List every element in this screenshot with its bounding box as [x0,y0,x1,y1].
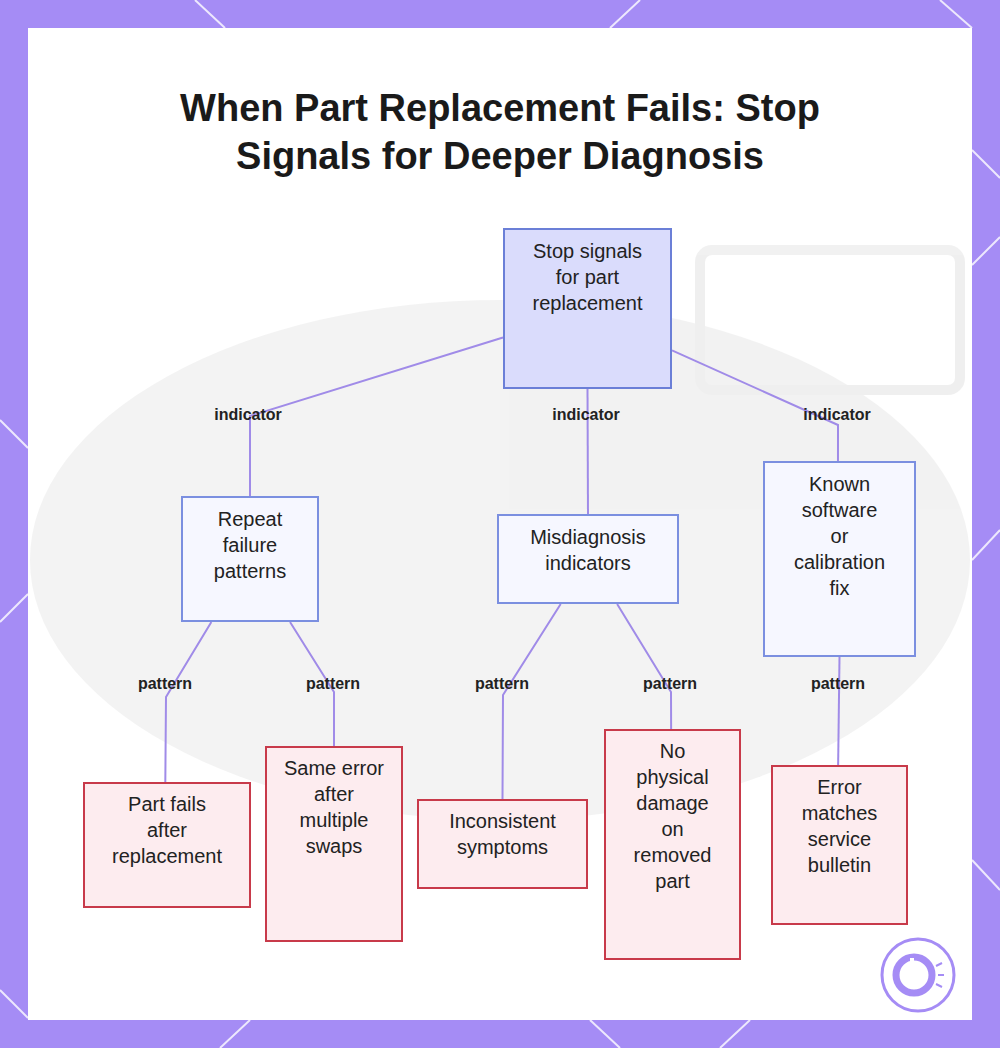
connector-line [503,604,561,799]
edge-label: pattern [475,675,529,693]
connector-line [250,337,503,496]
connector-line [617,604,671,729]
connector-line [672,350,838,461]
node-text: Inconsistent symptoms [437,808,568,860]
node-text: Known software or calibration fix [793,471,886,601]
edge-label: pattern [643,675,697,693]
node-text: No physical damage on removed part [631,738,714,894]
diagram-title: When Part Replacement Fails: Stop Signal… [140,84,860,180]
node-text: Misdiagnosis indicators [519,524,657,576]
node-text: Stop signals for part replacement [527,238,648,316]
edge-label: pattern [138,675,192,693]
edge-label: indicator [214,406,282,424]
edge-label: indicator [803,406,871,424]
node-text: Repeat failure patterns [202,506,298,584]
edge-label: pattern [306,675,360,693]
pattern-box: Part fails after replacement [83,782,251,908]
edge-label: pattern [811,675,865,693]
connector-line [838,657,839,765]
pattern-box: No physical damage on removed part [604,729,741,960]
category-box: Repeat failure patterns [181,496,319,622]
logo [882,939,954,1011]
node-text: Error matches service bulletin [798,774,881,878]
connector-line [165,622,211,782]
category-box: Misdiagnosis indicators [497,514,679,604]
pattern-box: Same error after multiple swaps [265,746,403,942]
node-text: Part fails after replacement [106,791,228,869]
root-box: Stop signals for part replacement [503,228,672,389]
pattern-box: Error matches service bulletin [771,765,908,925]
node-text: Same error after multiple swaps [283,755,385,859]
pattern-box: Inconsistent symptoms [417,799,588,889]
edge-label: indicator [552,406,620,424]
category-box: Known software or calibration fix [763,461,916,657]
